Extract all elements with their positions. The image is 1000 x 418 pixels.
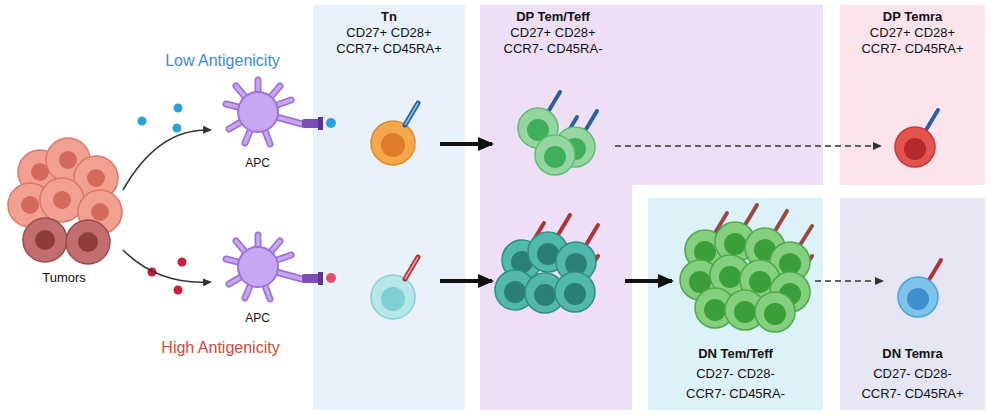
panel-heading: Tn — [313, 9, 465, 25]
apc-cell — [226, 80, 336, 144]
temra-cell — [895, 110, 941, 317]
marker-text: CD27+ CD28+ CCR7+ CD45RA+ — [332, 25, 447, 57]
apc-cell — [226, 235, 336, 299]
panel-heading: DP Temra — [840, 9, 985, 25]
panel-heading: DN Tem/Teff — [648, 344, 823, 364]
node-label: APC — [210, 156, 305, 171]
text-group: APC — [210, 311, 305, 326]
node-label: Tumors — [5, 270, 123, 286]
text-group: Tumors — [5, 270, 123, 286]
transition-arrow — [815, 280, 882, 282]
antigenicity-label: High Antigenicity — [138, 339, 303, 357]
transition-arrow — [625, 279, 672, 283]
dp-effector-cells — [495, 215, 598, 313]
marker-text: CD27+ CD28+ CCR7- CD45RA- — [496, 25, 611, 57]
transition-arrow — [123, 250, 210, 282]
marker-text: CD27- CD28- CCR7- CD45RA- — [678, 364, 793, 404]
panel-heading: DN Temra — [840, 344, 985, 364]
naive-t-cell — [371, 103, 418, 319]
population-panel: TnCD27+ CD28+ CCR7+ CD45RA+ — [313, 5, 465, 410]
text-group: DN Tem/TeffCD27- CD28- CCR7- CD45RA- — [648, 344, 823, 404]
transition-arrow — [440, 142, 492, 146]
text-group: DN TemraCD27- CD28- CCR7- CD45RA+ — [840, 344, 985, 404]
antigen-dots — [138, 104, 187, 295]
marker-text: CD27+ CD28+ CCR7- CD45RA+ — [855, 25, 970, 57]
antigenicity-label: Low Antigenicity — [140, 52, 305, 70]
transition-arrow — [615, 145, 880, 147]
text-group: TnCD27+ CD28+ CCR7+ CD45RA+ — [313, 9, 465, 57]
node-label: APC — [210, 311, 305, 326]
text-group: DP TemraCD27+ CD28+ CCR7- CD45RA+ — [840, 9, 985, 57]
text-group: DP Tem/TeffCD27+ CD28+ CCR7- CD45RA- — [493, 9, 613, 57]
marker-text: CD27- CD28- CCR7- CD45RA+ — [855, 364, 970, 404]
transition-arrow — [440, 279, 492, 283]
text-group: APC — [210, 156, 305, 171]
dn-effector-cells — [680, 205, 812, 332]
tumor-cells — [8, 138, 122, 264]
dp-effector-cells — [518, 92, 597, 175]
transition-arrow — [123, 130, 210, 190]
panel-heading: DP Tem/Teff — [493, 9, 613, 25]
